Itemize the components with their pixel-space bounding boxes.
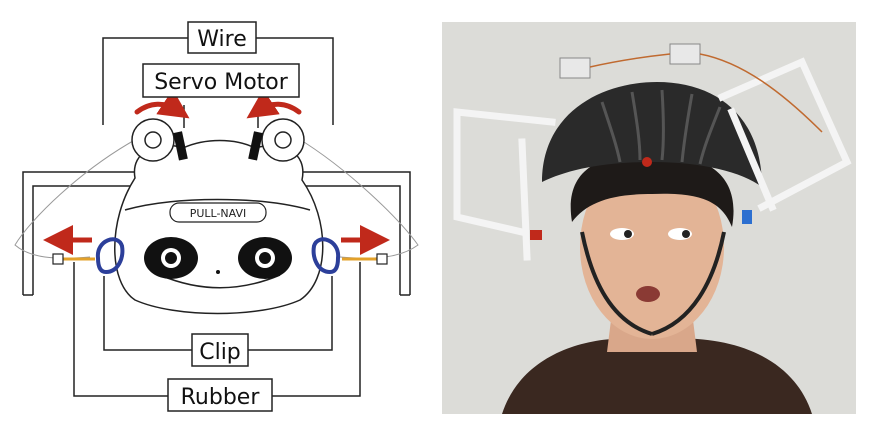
- servo-left: [559, 57, 591, 79]
- helmet-logo: [642, 157, 652, 167]
- servo-wires: [589, 53, 823, 133]
- servo-right: [669, 43, 701, 65]
- helmet-photo-svg: [442, 22, 856, 414]
- schematic-svg: PULL-NAVI: [14, 21, 419, 412]
- label-wire-text: Wire: [197, 27, 246, 52]
- pupil-right: [682, 230, 690, 238]
- label-servo-motor-text: Servo Motor: [154, 70, 289, 95]
- hair: [570, 155, 734, 227]
- schematic-diagram: PULL-NAVI: [0, 0, 430, 425]
- servo-wheels: [131, 118, 305, 162]
- helmet-photo: [442, 22, 856, 414]
- device-head: [114, 139, 324, 315]
- rubber-ends: [52, 253, 388, 265]
- device-badge: PULL-NAVI: [169, 202, 267, 223]
- device-eyes: [144, 237, 292, 279]
- label-rubber-text: Rubber: [181, 385, 261, 410]
- rubber-leader-lines: [73, 262, 361, 397]
- wire-leader-lines: [102, 37, 334, 125]
- strap-left: [580, 231, 653, 336]
- helmet-vents: [600, 89, 722, 165]
- strap-right: [651, 231, 726, 336]
- label-rubber: Rubber: [167, 378, 273, 412]
- frame-arms: [453, 57, 852, 261]
- clip-leader-lines: [103, 276, 333, 351]
- clip-left-photo: [530, 230, 542, 240]
- clips: [95, 237, 341, 275]
- rotation-arrows: [134, 89, 302, 119]
- label-clip: Clip: [191, 333, 249, 367]
- servo-leader-lines: [183, 105, 259, 128]
- pupil-left: [624, 230, 632, 238]
- shirt: [502, 338, 812, 414]
- label-wire: Wire: [187, 21, 257, 54]
- mouth: [636, 286, 660, 302]
- clip-right-photo: [742, 210, 752, 224]
- helmet: [542, 82, 762, 187]
- label-clip-text: Clip: [199, 340, 241, 365]
- device-badge-label: PULL-NAVI: [190, 207, 247, 220]
- label-servo-motor: Servo Motor: [142, 63, 300, 98]
- face: [580, 155, 724, 339]
- helmet-frame: [22, 171, 411, 296]
